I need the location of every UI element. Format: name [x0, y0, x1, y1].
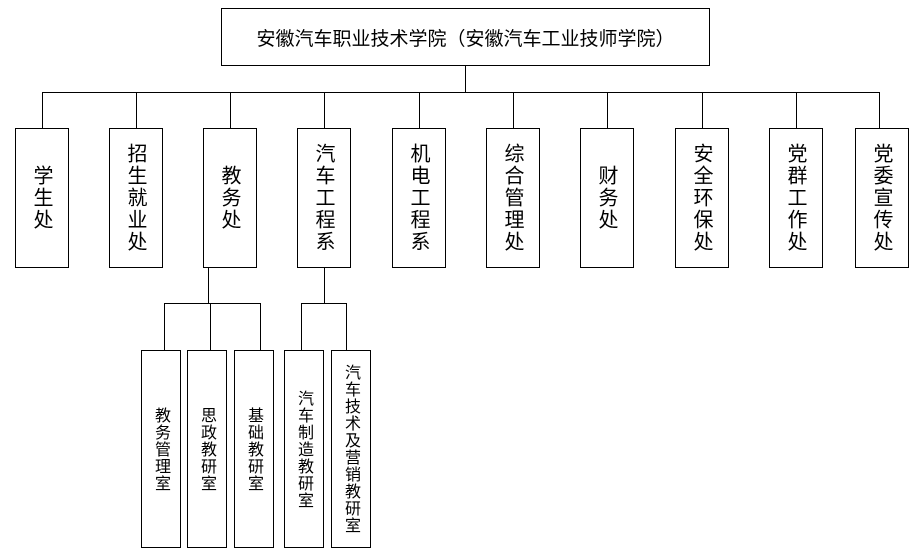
dept-label: 党群工作处 [784, 143, 808, 253]
dept-drop [324, 92, 325, 128]
dept-drop [42, 92, 43, 128]
jiaowu-bus [164, 303, 261, 304]
unit-node: 思政教研室 [187, 350, 227, 548]
unit-drop [260, 303, 261, 350]
unit-node: 汽车技术及营销教研室 [331, 350, 371, 548]
dept-node: 财务处 [580, 128, 634, 268]
unit-drop [346, 303, 347, 350]
dept-label: 招生就业处 [124, 143, 148, 253]
dept-bus [42, 92, 880, 93]
dept-node: 党群工作处 [769, 128, 823, 268]
unit-node: 教务管理室 [141, 350, 181, 548]
unit-label: 汽车技术及营销教研室 [342, 364, 361, 534]
dept-label: 综合管理处 [501, 143, 525, 253]
dept-label: 教务处 [218, 165, 242, 231]
unit-label: 思政教研室 [198, 406, 217, 492]
qiche-connector [324, 268, 325, 303]
dept-drop [136, 92, 137, 128]
dept-drop [702, 92, 703, 128]
qiche-bus [301, 303, 347, 304]
root-node: 安徽汽车职业技术学院（安徽汽车工业技师学院） [221, 8, 710, 66]
dept-node: 学生处 [15, 128, 69, 268]
dept-node: 招生就业处 [109, 128, 163, 268]
dept-label: 机电工程系 [407, 143, 431, 253]
dept-node: 综合管理处 [486, 128, 540, 268]
dept-node: 汽车工程系 [297, 128, 351, 268]
unit-label: 基础教研室 [245, 406, 264, 492]
dept-label: 财务处 [595, 165, 619, 231]
dept-label: 安全环保处 [690, 143, 714, 253]
unit-node: 基础教研室 [234, 350, 274, 548]
unit-drop [164, 303, 165, 350]
dept-drop [796, 92, 797, 128]
dept-node: 党委宣传处 [855, 128, 909, 268]
root-label: 安徽汽车职业技术学院（安徽汽车工业技师学院） [256, 27, 675, 50]
unit-node: 汽车制造教研室 [284, 350, 324, 548]
unit-label: 汽车制造教研室 [295, 389, 314, 509]
dept-node: 安全环保处 [675, 128, 729, 268]
dept-drop [230, 92, 231, 128]
dept-label: 学生处 [30, 165, 54, 231]
dept-drop [879, 92, 880, 128]
dept-node: 教务处 [203, 128, 257, 268]
dept-label: 汽车工程系 [312, 143, 336, 253]
jiaowu-connector [208, 268, 209, 303]
unit-drop [210, 303, 211, 350]
dept-drop [513, 92, 514, 128]
dept-node: 机电工程系 [392, 128, 446, 268]
root-connector [465, 66, 466, 92]
unit-label: 教务管理室 [152, 406, 171, 492]
dept-label: 党委宣传处 [870, 143, 894, 253]
dept-drop [419, 92, 420, 128]
dept-drop [607, 92, 608, 128]
unit-drop [301, 303, 302, 350]
